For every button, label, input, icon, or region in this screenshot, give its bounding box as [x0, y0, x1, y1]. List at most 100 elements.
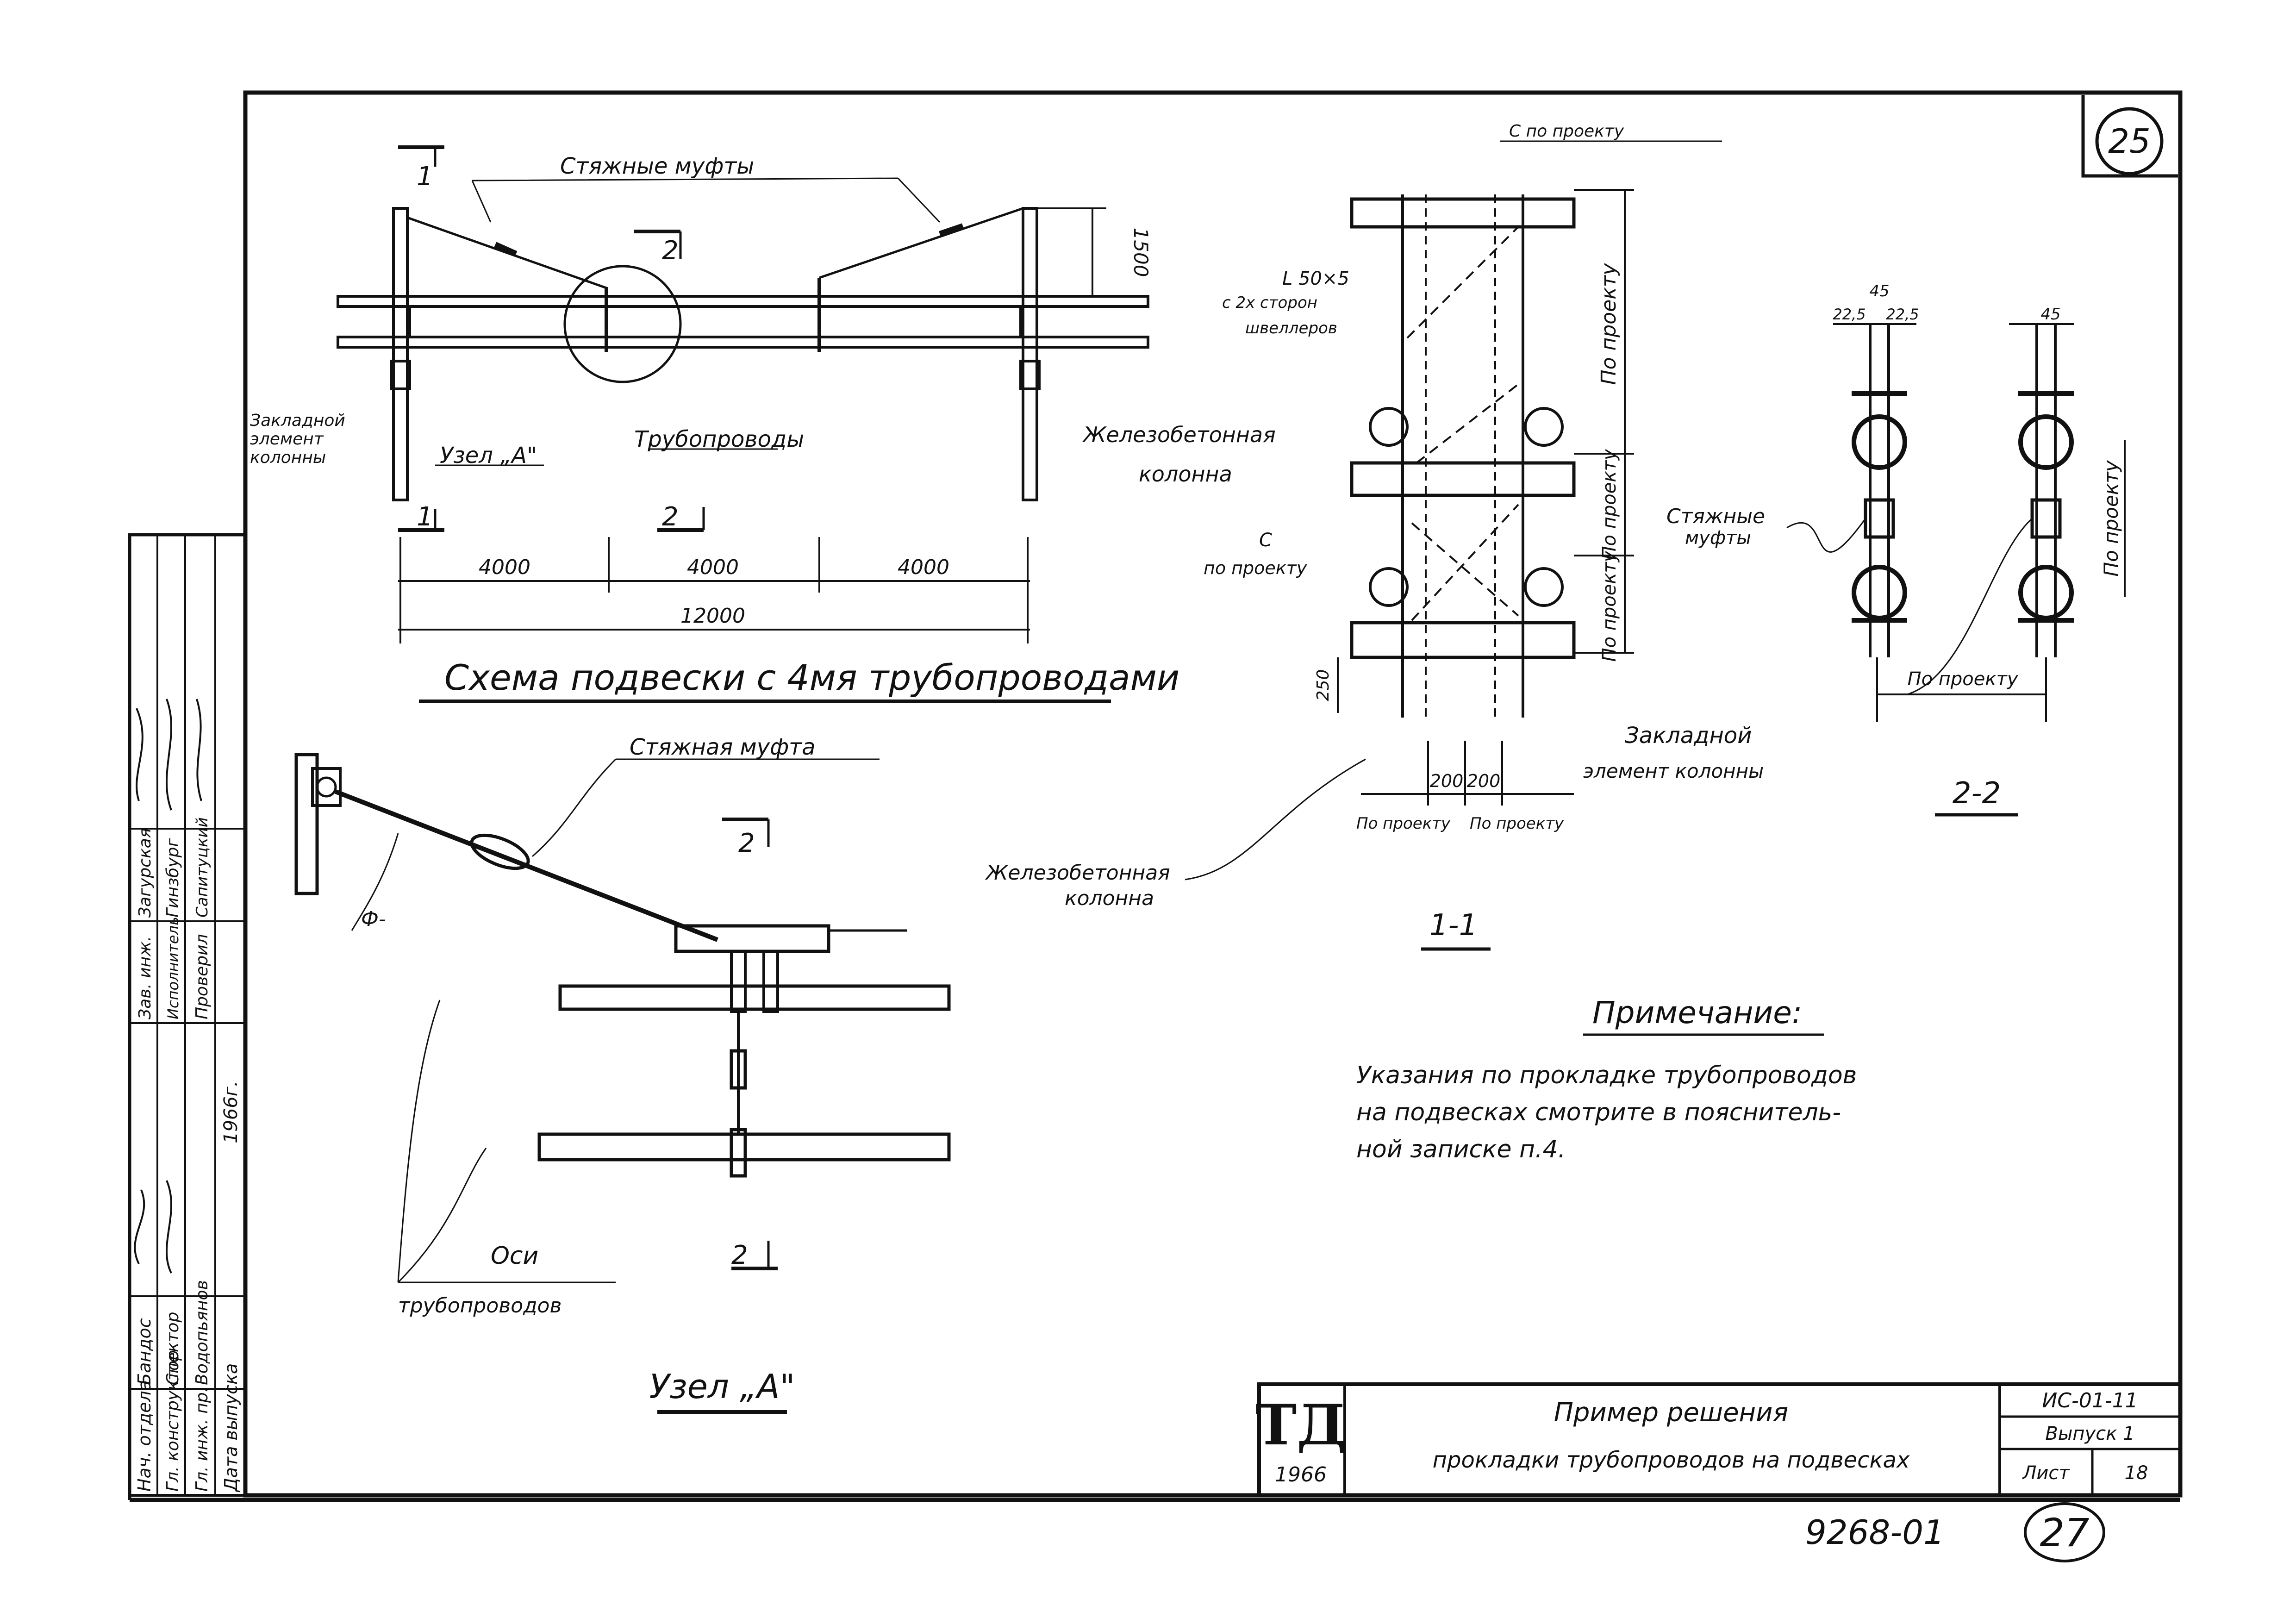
svg-text:45: 45 [1869, 282, 1889, 300]
sheet-number: 25 [2108, 122, 2151, 161]
label-couplings: Стяжные муфты [560, 153, 754, 179]
svg-text:По проекту: По проекту [1470, 814, 1564, 833]
label-node-a: Узел „А" [440, 443, 537, 468]
svg-text:Сапитуцкий: Сапитуцкий [193, 817, 212, 918]
main-title: Схема подвески с 4мя трубопроводами [444, 657, 1179, 698]
svg-text:2: 2 [731, 1240, 748, 1270]
signatures [134, 699, 202, 1274]
svg-text:200: 200 [1430, 771, 1464, 791]
svg-text:22,5: 22,5 [1833, 306, 1866, 323]
label-pipelines: Трубопроводы [634, 426, 804, 452]
title-line2: прокладки трубопроводов на подвесках [1433, 1447, 1910, 1473]
svg-text:Зав. инж.: Зав. инж. [136, 936, 155, 1019]
note-title: Примечание: [1592, 995, 1802, 1031]
svg-text:Бандос: Бандос [134, 1318, 155, 1385]
svg-text:2: 2 [738, 828, 755, 858]
svg-text:Оси: Оси [491, 1242, 538, 1270]
svg-text:Спектор: Спектор [163, 1312, 182, 1385]
svg-text:1500: 1500 [1129, 228, 1152, 277]
svg-text:Стяжные: Стяжные [1666, 505, 1765, 528]
hanger-right [2018, 324, 2074, 657]
svg-text:1: 1 [417, 162, 433, 192]
section-2-2-title: 2-2 [1953, 776, 2001, 811]
svg-text:Железобетонная: Железобетонная [1082, 422, 1276, 447]
svg-text:элемент: элемент [250, 430, 324, 449]
svg-text:Гинзбург: Гинзбург [163, 838, 182, 918]
dim-height: 1500 [1037, 207, 1152, 297]
page-number: 27 [2040, 1510, 2090, 1555]
svg-text:4000: 4000 [687, 556, 739, 579]
svg-text:колонна: колонна [1139, 462, 1232, 487]
hanger-left [1852, 324, 1907, 657]
svg-text:По проекту: По проекту [1907, 668, 2018, 690]
svg-text:С по проекту: С по проекту [1509, 122, 1624, 141]
node-a-detail: Стяжная муфта Ф- 2 2 Оси трубопроводов У… [294, 734, 951, 1414]
sheet-number-badge: 25 [2081, 95, 2178, 178]
svg-text:Исполнитель: Исполнитель [164, 917, 182, 1019]
svg-text:Лист: Лист [2021, 1462, 2070, 1484]
archive-number: 9268-01 [1805, 1513, 1945, 1552]
svg-text:4000: 4000 [479, 556, 530, 579]
svg-text:С: С [1259, 530, 1272, 551]
svg-text:Загурская: Загурская [136, 828, 155, 918]
node-a-circle [563, 265, 682, 383]
svg-text:муфты: муфты [1685, 527, 1751, 549]
svg-text:Указания по прокладке трубопро: Указания по прокладке трубопроводов [1356, 1062, 1857, 1089]
svg-text:1966г.: 1966г. [220, 1081, 242, 1143]
svg-text:По проекту: По проекту [1599, 449, 1620, 560]
svg-text:22,5: 22,5 [1886, 306, 1919, 323]
svg-text:трубопроводов: трубопроводов [398, 1294, 562, 1318]
section-2-2: 45 22,5 22,5 45 Стяжные муфты По проекту… [1666, 282, 2126, 817]
svg-text:200: 200 [1467, 771, 1501, 791]
svg-text:с 2х сторон: с 2х сторон [1222, 294, 1317, 312]
svg-text:ной записке п.4.: ной записке п.4. [1356, 1136, 1566, 1163]
rc-column-left [390, 207, 411, 501]
section-marks: 1 1 2 2 [398, 145, 705, 532]
svg-text:элемент колонны: элемент колонны [1583, 760, 1764, 782]
issue: Выпуск 1 [2045, 1423, 2134, 1444]
dim-spans: 4000 4000 4000 12000 [398, 537, 1030, 643]
svg-text:Ф-: Ф- [361, 907, 386, 931]
tie-rods [407, 207, 1023, 289]
drawing-code: ИС-01-11 [2042, 1389, 2138, 1412]
svg-text:По проекту: По проекту [2100, 460, 2122, 576]
logo-year: 1966 [1275, 1463, 1327, 1487]
logo-letters: ТД [1255, 1393, 1346, 1458]
svg-text:4000: 4000 [898, 556, 949, 579]
rc-column-right [1019, 207, 1041, 501]
svg-text:Водопьянов: Водопьянов [193, 1280, 212, 1385]
title-block: ТД 1966 Пример решения прокладки трубопр… [1255, 1382, 2182, 1497]
svg-text:Дата выпуска: Дата выпуска [221, 1363, 241, 1493]
svg-text:250: 250 [1314, 669, 1333, 701]
svg-text:Закладной: Закладной [1625, 723, 1752, 749]
sheet-frame [128, 90, 2183, 1502]
sheet-value: 18 [2125, 1462, 2148, 1484]
pipes-elevation [337, 278, 1149, 352]
svg-text:Железобетонная: Железобетонная [985, 861, 1170, 885]
svg-text:Гл. инж. пр.: Гл. инж. пр. [193, 1387, 212, 1492]
elevation-view: 1 1 2 2 1500 4000 4000 [250, 145, 1276, 643]
side-stamp: Нач. отдела Бандос Гл. конструктор Спект… [128, 533, 247, 1497]
svg-text:По проекту: По проекту [1599, 550, 1620, 662]
note-block: Примечание: Указания по прокладке трубоп… [1356, 995, 1857, 1163]
svg-text:швеллеров: швеллеров [1245, 319, 1337, 337]
svg-text:12000: 12000 [680, 604, 745, 628]
svg-text:По проекту: По проекту [1597, 263, 1621, 385]
svg-text:2: 2 [662, 236, 679, 266]
section-1-1: По проекту По проекту По проекту 250 200… [985, 122, 1764, 951]
svg-text:колонны: колонны [250, 448, 326, 467]
svg-text:L 50×5: L 50×5 [1282, 268, 1349, 289]
title-line1: Пример решения [1554, 1398, 1789, 1428]
svg-text:Стяжная муфта: Стяжная муфта [630, 734, 816, 760]
svg-text:2: 2 [662, 502, 679, 532]
node-a-title: Узел „А" [649, 1367, 795, 1406]
svg-text:По проекту: По проекту [1356, 814, 1451, 833]
section-1-1-title: 1-1 [1429, 908, 1478, 943]
svg-text:Закладной: Закладной [250, 411, 345, 430]
svg-text:колонна: колонна [1065, 887, 1154, 910]
svg-text:Проверил: Проверил [193, 934, 212, 1019]
svg-text:45: 45 [2040, 305, 2060, 324]
svg-text:1: 1 [417, 502, 433, 532]
svg-text:Нач. отдела: Нач. отдела [134, 1380, 155, 1492]
svg-text:на подвесках смотрите в поясни: на подвесках смотрите в пояснитель- [1356, 1099, 1841, 1126]
